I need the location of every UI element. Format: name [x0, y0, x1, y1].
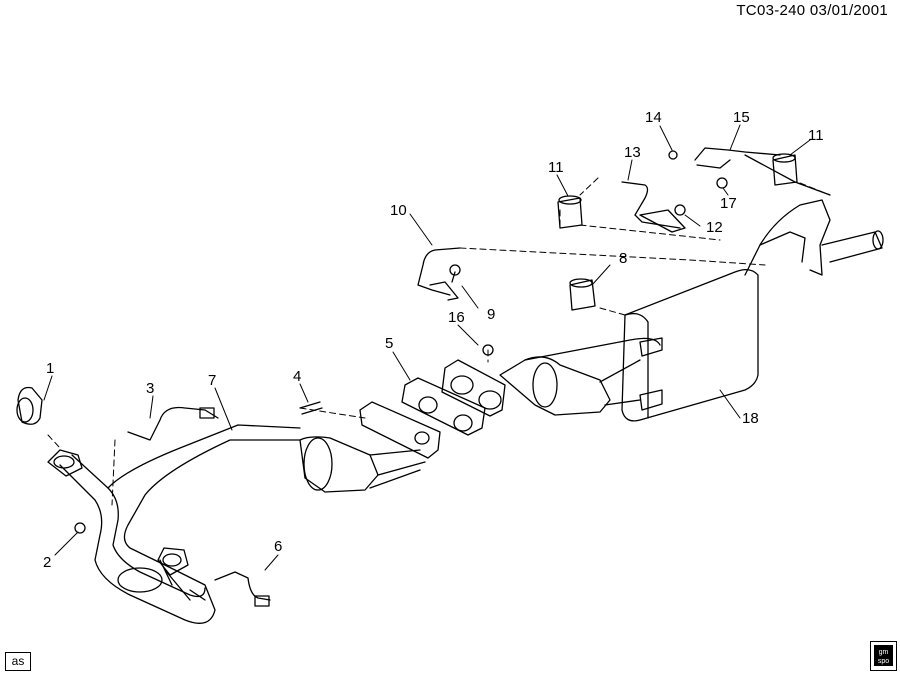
tail-pipe — [744, 199, 884, 276]
front-catalytic-converter — [299, 436, 426, 493]
hanger-13 — [621, 181, 686, 233]
callout-5: 5 — [385, 335, 393, 352]
callout-13: 13 — [624, 144, 641, 161]
rubber-insulator-8 — [569, 278, 596, 311]
rear-converter-flange — [441, 359, 506, 417]
callout-12: 12 — [706, 219, 723, 236]
muffler — [621, 268, 759, 422]
diagram-code: TC03-240 03/01/2001 — [736, 2, 888, 19]
hanger-15 — [668, 147, 831, 196]
svg-text:gm: gm — [879, 649, 889, 656]
svg-text:spo: spo — [878, 658, 889, 665]
callout-7: 7 — [208, 372, 216, 389]
callout-4: 4 — [293, 368, 301, 385]
leader-lines — [43, 124, 811, 571]
rear-catalytic-converter — [499, 337, 661, 416]
callout-15: 15 — [733, 109, 750, 126]
callout-16: 16 — [448, 309, 465, 326]
callout-9: 9 — [487, 306, 495, 323]
stud-4 — [299, 401, 323, 415]
front-pipe-assembly — [47, 424, 301, 624]
exhaust-gasket — [359, 377, 486, 459]
hanger-10 — [417, 247, 461, 301]
callout-3: 3 — [146, 380, 154, 397]
callout-11-left: 11 — [548, 159, 564, 176]
callout-6: 6 — [274, 538, 282, 555]
callout-14: 14 — [645, 109, 662, 126]
callout-1: 1 — [46, 360, 54, 377]
rubber-insulator-11-right — [772, 153, 798, 186]
callout-11-right: 11 — [808, 127, 824, 144]
callout-17: 17 — [720, 195, 737, 212]
rubber-mount-1 — [16, 386, 43, 425]
oxygen-sensor-3 — [127, 406, 219, 441]
gm-spo-logo: gm spo — [870, 641, 897, 671]
rubber-insulator-11-left — [557, 195, 583, 229]
callout-10: 10 — [390, 202, 407, 219]
as-tag: as — [5, 652, 31, 671]
alignment-lines — [47, 177, 831, 506]
callout-8: 8 — [619, 250, 627, 267]
nut-2 — [74, 522, 86, 534]
oxygen-sensor-6 — [214, 571, 271, 607]
callout-2: 2 — [43, 554, 51, 571]
callout-18: 18 — [742, 410, 759, 427]
